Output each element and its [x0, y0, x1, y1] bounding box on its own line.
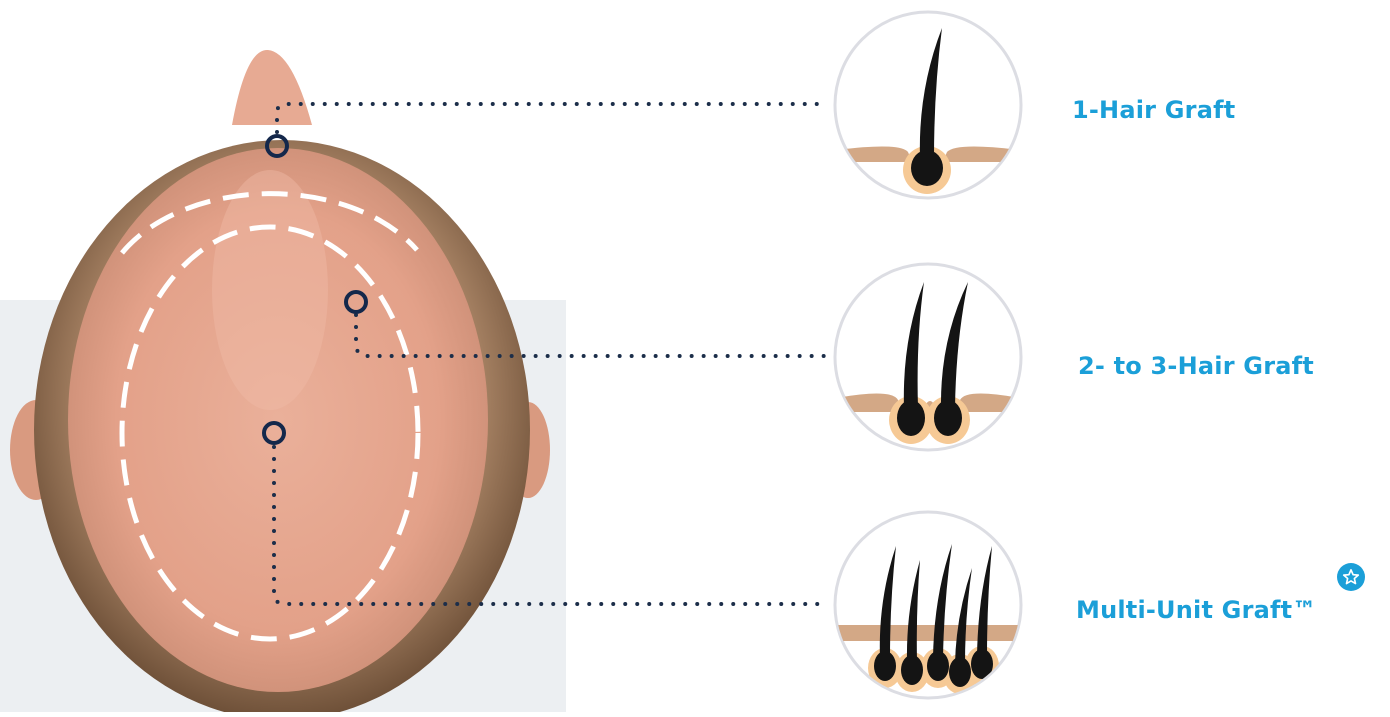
- graft-illustration-3: [835, 512, 1021, 698]
- scalp-highlight: [212, 170, 328, 410]
- graft-illustration-2: [835, 264, 1021, 450]
- graft-label-2-3-hair: 2- to 3-Hair Graft: [1078, 352, 1314, 380]
- star-icon: [1337, 563, 1365, 591]
- graft-illustration-1: [835, 12, 1021, 198]
- head-photo: [0, 50, 566, 712]
- nose: [232, 50, 312, 125]
- star-glyph: [1342, 568, 1360, 586]
- graft-label-multi-unit: Multi-Unit Graft™: [1076, 596, 1317, 624]
- leader-line-1: [277, 104, 828, 132]
- graft-label-1-hair: 1-Hair Graft: [1072, 96, 1235, 124]
- skin-layer: [836, 625, 1020, 641]
